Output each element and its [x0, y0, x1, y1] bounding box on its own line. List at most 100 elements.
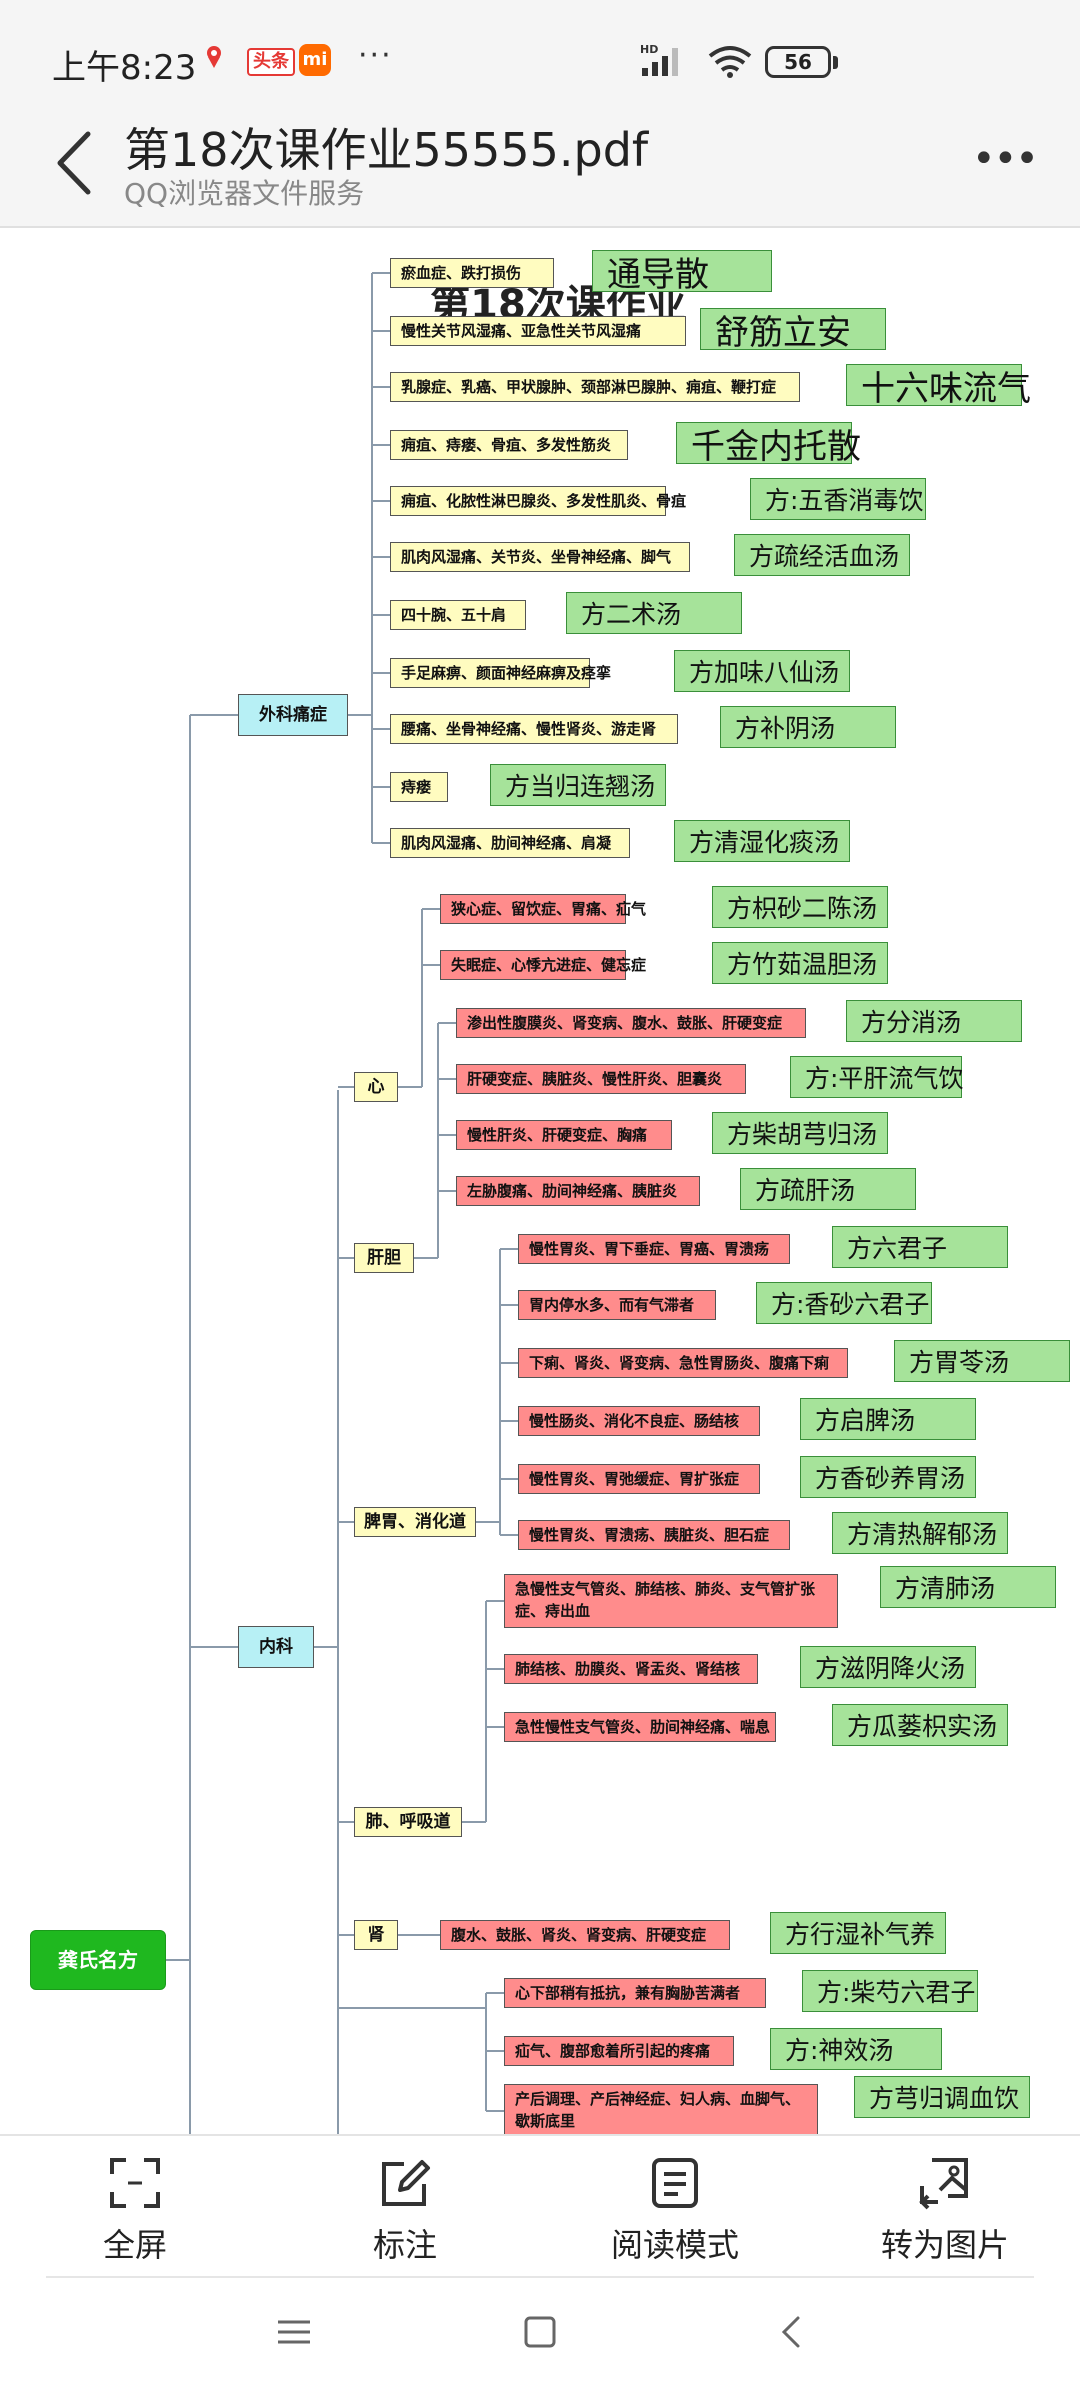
formula-box: 方:神效汤: [770, 2028, 942, 2070]
reading-mode-button[interactable]: 阅读模式: [540, 2136, 810, 2282]
reading-mode-icon: [652, 2158, 698, 2208]
formula-box: 方加味八仙汤: [674, 650, 850, 692]
symptom-node: 腹水、鼓胀、肾炎、肾变病、肝硬变症: [440, 1920, 730, 1950]
mindmap-connectors: [166, 272, 518, 2134]
branch-surgery: 外科痛症: [238, 694, 348, 736]
formula-box: 方当归连翘汤: [490, 764, 666, 806]
annotate-label: 标注: [372, 2226, 437, 2264]
formula-box: 方:柴芍六君子: [802, 1970, 978, 2012]
formula-box: 十六味流气: [846, 364, 1031, 409]
fullscreen-label: 全屏: [102, 2226, 167, 2264]
formula-box: 方柴胡芎归汤: [712, 1112, 888, 1154]
signal-icon: HD: [640, 43, 678, 76]
formula-box: 方补阴汤: [720, 706, 896, 748]
category-shen: 肾: [354, 1920, 398, 1950]
pdf-viewer[interactable]: 第18次课作业 龚氏名方外科痛症内科瘀血症、跌打损伤通导散慢性关节风湿痛、亚急性…: [0, 230, 1080, 2134]
symptom-node: 心下部稍有抵抗，兼有胸胁苦满者: [504, 1978, 766, 2008]
formula-box: 方分消汤: [846, 1000, 1022, 1042]
bottom-toolbar: 全屏 标注 阅读模式 转为图片: [0, 2134, 1080, 2280]
status-bar: 上午8:23 头条 mi ··· HD 56: [0, 0, 1080, 100]
root-node: 龚氏名方: [30, 1930, 166, 1990]
toutiao-badge: 头条: [247, 48, 295, 76]
status-time: 上午8:23: [52, 48, 197, 88]
formula-box: 方二术汤: [566, 592, 742, 634]
annotate-icon: [382, 2160, 430, 2206]
symptom-node: 慢性胃炎、胃溃疡、胰脏炎、胆石症: [518, 1520, 790, 1550]
formula-box: 方启脾汤: [800, 1398, 976, 1440]
symptom-node: 乳腺症、乳癌、甲状腺肿、颈部淋巴腺肿、痈疽、鞭打症: [390, 372, 800, 402]
symptom-node: 渗出性腹膜炎、肾变病、腹水、鼓胀、肝硬变症: [456, 1008, 806, 1038]
reading-mode-label: 阅读模式: [610, 2226, 739, 2264]
image-convert-icon: [919, 2158, 968, 2210]
convert-to-image-label: 转为图片: [880, 2226, 1009, 2264]
formula-box: 方瓜蒌枳实汤: [832, 1704, 1008, 1746]
category-piwei: 脾胃、消化道: [354, 1507, 476, 1537]
symptom-node: 产后调理、产后神经症、妇人病、血脚气、歇斯底里: [504, 2084, 818, 2134]
symptom-node: 慢性胃炎、胃下垂症、胃癌、胃溃疡: [518, 1234, 790, 1264]
symptom-node: 胃内停水多、而有气滞者: [518, 1290, 716, 1320]
category-gandan: 肝胆: [354, 1243, 414, 1273]
formula-box: 方六君子: [832, 1226, 1008, 1268]
formula-box: 方行湿补气养: [770, 1912, 946, 1954]
signal-hd-label: HD: [640, 43, 658, 56]
formula-box: 方疏肝汤: [740, 1168, 916, 1210]
symptom-node: 狭心症、留饮症、胃痛、疝气: [440, 894, 646, 924]
symptom-node: 肌肉风湿痛、肋间神经痛、肩凝: [390, 828, 630, 858]
file-title: 第18次课作业55555.pdf: [124, 123, 649, 177]
more-options-icon[interactable]: •••: [972, 136, 1039, 182]
location-pin-icon: [207, 46, 221, 68]
symptom-node: 下痢、肾炎、肾变病、急性胃肠炎、腹痛下痢: [518, 1348, 848, 1378]
home-nav-icon[interactable]: [522, 2314, 558, 2350]
status-more-icon: ···: [358, 38, 393, 73]
branch-internal: 内科: [238, 1626, 314, 1668]
formula-box: 方清湿化痰汤: [674, 820, 850, 862]
mi-badge: mi: [299, 44, 331, 76]
formula-box: 方清肺汤: [880, 1566, 1056, 1608]
formula-box: 通导散: [592, 250, 772, 295]
symptom-node: 慢性关节风湿痛、亚急性关节风湿痛: [390, 316, 686, 346]
fullscreen-icon: [110, 2158, 160, 2208]
formula-box: 方疏经活血汤: [734, 534, 910, 576]
symptom-node: 瘀血症、跌打损伤: [390, 258, 554, 288]
menu-nav-icon[interactable]: [276, 2314, 312, 2350]
formula-box: 舒筋立安: [700, 308, 886, 353]
formula-box: 方枳砂二陈汤: [712, 886, 888, 928]
formula-box: 千金内托散: [676, 422, 861, 467]
file-source: QQ浏览器文件服务: [124, 177, 365, 210]
system-nav-bar: [0, 2280, 1080, 2400]
symptom-node: 四十腕、五十肩: [390, 600, 526, 630]
annotate-button[interactable]: 标注: [270, 2136, 540, 2282]
symptom-node: 肝硬变症、胰脏炎、慢性肝炎、胆囊炎: [456, 1064, 746, 1094]
symptom-node: 腰痛、坐骨神经痛、慢性肾炎、游走肾: [390, 714, 678, 744]
formula-box: 方香砂养胃汤: [800, 1456, 976, 1498]
symptom-node: 急性慢性支气管炎、肋间神经痛、喘息: [504, 1712, 776, 1742]
battery-icon: 56: [765, 46, 831, 78]
symptom-node: 肺结核、肋膜炎、肾盂炎、肾结核: [504, 1654, 758, 1684]
symptom-node: 慢性胃炎、胃弛缓症、胃扩张症: [518, 1464, 760, 1494]
fullscreen-button[interactable]: 全屏: [0, 2136, 270, 2282]
convert-to-image-button[interactable]: 转为图片: [810, 2136, 1080, 2282]
symptom-node: 痔瘘: [390, 772, 448, 802]
symptom-node: 痈疽、化脓性淋巴腺炎、多发性肌炎、骨疽: [390, 486, 686, 516]
category-fei: 肺、呼吸道: [354, 1807, 462, 1837]
symptom-node: 急慢性支气管炎、肺结核、肺炎、支气管扩张症、痔出血: [504, 1574, 838, 1628]
wifi-icon: [708, 46, 752, 78]
back-arrow-icon[interactable]: [50, 128, 100, 198]
symptom-node: 左胁腹痛、肋间神经痛、胰脏炎: [456, 1176, 700, 1206]
symptom-node: 慢性肝炎、肝硬变症、胸痛: [456, 1120, 672, 1150]
symptom-node: 慢性肠炎、消化不良症、肠结核: [518, 1406, 760, 1436]
title-bar: 第18次课作业55555.pdf QQ浏览器文件服务 •••: [0, 100, 1080, 228]
category-xin: 心: [354, 1072, 398, 1102]
formula-box: 方清热解郁汤: [832, 1512, 1008, 1554]
toolbar-divider: [46, 2276, 1034, 2278]
formula-box: 方:平肝流气饮: [790, 1056, 963, 1098]
symptom-node: 痈疽、痔瘘、骨疽、多发性筋炎: [390, 430, 628, 460]
formula-box: 方:五香消毒饮: [750, 478, 926, 520]
symptom-node: 肌肉风湿痛、关节炎、坐骨神经痛、脚气: [390, 542, 690, 572]
formula-box: 方:香砂六君子: [756, 1282, 932, 1324]
back-nav-icon[interactable]: [774, 2314, 810, 2350]
formula-box: 方滋阴降火汤: [800, 1646, 976, 1688]
formula-box: 方胃苓汤: [894, 1340, 1070, 1382]
symptom-node: 手足麻痹、颜面神经麻痹及痉挛: [390, 658, 611, 688]
formula-box: 方竹茹温胆汤: [712, 942, 888, 984]
